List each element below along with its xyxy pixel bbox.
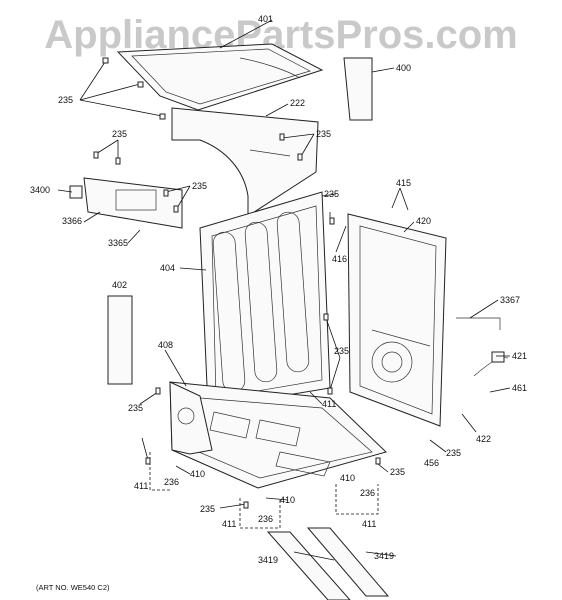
callout-236: 236 (164, 477, 179, 487)
callout-3366: 3366 (62, 216, 82, 226)
callout-410: 410 (340, 473, 355, 483)
callout-235: 235 (200, 504, 215, 514)
callout-235: 235 (112, 129, 127, 139)
callout-404: 404 (160, 263, 175, 273)
callout-235: 235 (334, 346, 349, 356)
callout-235: 235 (192, 181, 207, 191)
screws (93, 57, 381, 509)
callout-402: 402 (112, 280, 127, 290)
callout-408: 408 (158, 340, 173, 350)
callout-236: 236 (360, 488, 375, 498)
callout-235: 235 (128, 403, 143, 413)
callout-461: 461 (512, 383, 527, 393)
callout-3367: 3367 (500, 295, 520, 305)
callout-235: 235 (446, 448, 461, 458)
side-panel-402-part (107, 295, 133, 385)
callout-3419: 3419 (258, 555, 278, 565)
callout-456: 456 (424, 458, 439, 468)
callout-415: 415 (396, 178, 411, 188)
callout-410: 410 (280, 495, 295, 505)
callout-411: 411 (362, 519, 376, 529)
callout-401: 401 (258, 14, 273, 24)
callout-235: 235 (58, 95, 73, 105)
art-number: (ART NO. WE540 C2) (36, 583, 110, 592)
callout-411: 411 (322, 399, 336, 409)
callout-411: 411 (222, 519, 236, 529)
bracket-400-part (343, 57, 373, 121)
callout-3419: 3419 (374, 551, 394, 561)
callout-400: 400 (396, 63, 411, 73)
top-cover-part (116, 43, 324, 111)
callout-3365: 3365 (108, 238, 128, 248)
group-bracket-right (335, 484, 379, 515)
rail-3419-part (266, 527, 390, 600)
callout-235: 235 (390, 467, 405, 477)
callout-422: 422 (476, 434, 491, 444)
group-bracket-center (239, 498, 281, 529)
callout-3400: 3400 (30, 185, 50, 195)
callout-416: 416 (332, 254, 347, 264)
callout-411: 411 (134, 481, 148, 491)
callout-421: 421 (512, 351, 527, 361)
group-bracket-left (149, 452, 170, 491)
callout-235: 235 (316, 129, 331, 139)
leader-lines (57, 19, 511, 561)
hose-421-part (456, 317, 509, 377)
base-assembly-part (169, 381, 387, 489)
control-board-part (69, 177, 183, 229)
callout-222: 222 (290, 98, 305, 108)
callout-235: 235 (324, 189, 339, 199)
callout-236: 236 (258, 514, 273, 524)
callout-420: 420 (416, 216, 431, 226)
callout-410: 410 (190, 469, 205, 479)
front-panel-part (347, 213, 447, 427)
cabinet-back-panel-part (199, 191, 331, 409)
